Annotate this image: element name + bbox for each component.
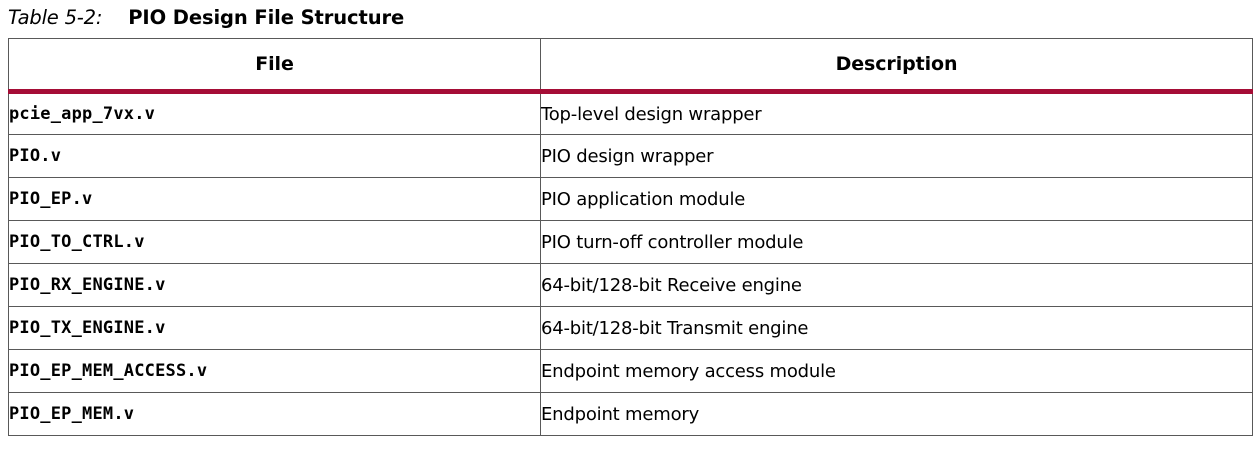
cell-description: 64-bit/128-bit Receive engine <box>540 263 1253 307</box>
table-row: PIO_TX_ENGINE.v 64-bit/128-bit Transmit … <box>8 306 1253 350</box>
cell-description: Top-level design wrapper <box>540 91 1253 135</box>
cell-file: PIO_TO_CTRL.v <box>8 220 541 264</box>
table-header-row: File Description <box>8 38 1253 94</box>
cell-description: 64-bit/128-bit Transmit engine <box>540 306 1253 350</box>
column-header-description: Description <box>540 38 1253 94</box>
table-row: PIO.v PIO design wrapper <box>8 134 1253 178</box>
cell-description: PIO application module <box>540 177 1253 221</box>
cell-file: pcie_app_7vx.v <box>8 91 541 135</box>
table-body: pcie_app_7vx.v Top-level design wrapper … <box>8 91 1253 436</box>
cell-description: PIO design wrapper <box>540 134 1253 178</box>
cell-file: PIO_EP_MEM.v <box>8 392 541 436</box>
table-row: PIO_EP.v PIO application module <box>8 177 1253 221</box>
column-header-file: File <box>8 38 541 94</box>
cell-file: PIO_EP_MEM_ACCESS.v <box>8 349 541 393</box>
table-caption-label: Table 5-2: <box>8 5 103 29</box>
cell-description: Endpoint memory <box>540 392 1253 436</box>
pio-design-file-structure-table: File Description pcie_app_7vx.v Top-leve… <box>8 38 1253 436</box>
cell-file: PIO_TX_ENGINE.v <box>8 306 541 350</box>
cell-file: PIO.v <box>8 134 541 178</box>
cell-description: PIO turn-off controller module <box>540 220 1253 264</box>
table-row: PIO_TO_CTRL.v PIO turn-off controller mo… <box>8 220 1253 264</box>
table-row: PIO_EP_MEM_ACCESS.v Endpoint memory acce… <box>8 349 1253 393</box>
table-caption: Table 5-2: PIO Design File Structure <box>8 0 404 34</box>
table-header: File Description <box>8 38 1253 94</box>
cell-description: Endpoint memory access module <box>540 349 1253 393</box>
table-caption-title: PIO Design File Structure <box>128 5 405 29</box>
table-row: PIO_RX_ENGINE.v 64-bit/128-bit Receive e… <box>8 263 1253 307</box>
table-row: PIO_EP_MEM.v Endpoint memory <box>8 392 1253 436</box>
table-row: pcie_app_7vx.v Top-level design wrapper <box>8 91 1253 135</box>
cell-file: PIO_RX_ENGINE.v <box>8 263 541 307</box>
cell-file: PIO_EP.v <box>8 177 541 221</box>
